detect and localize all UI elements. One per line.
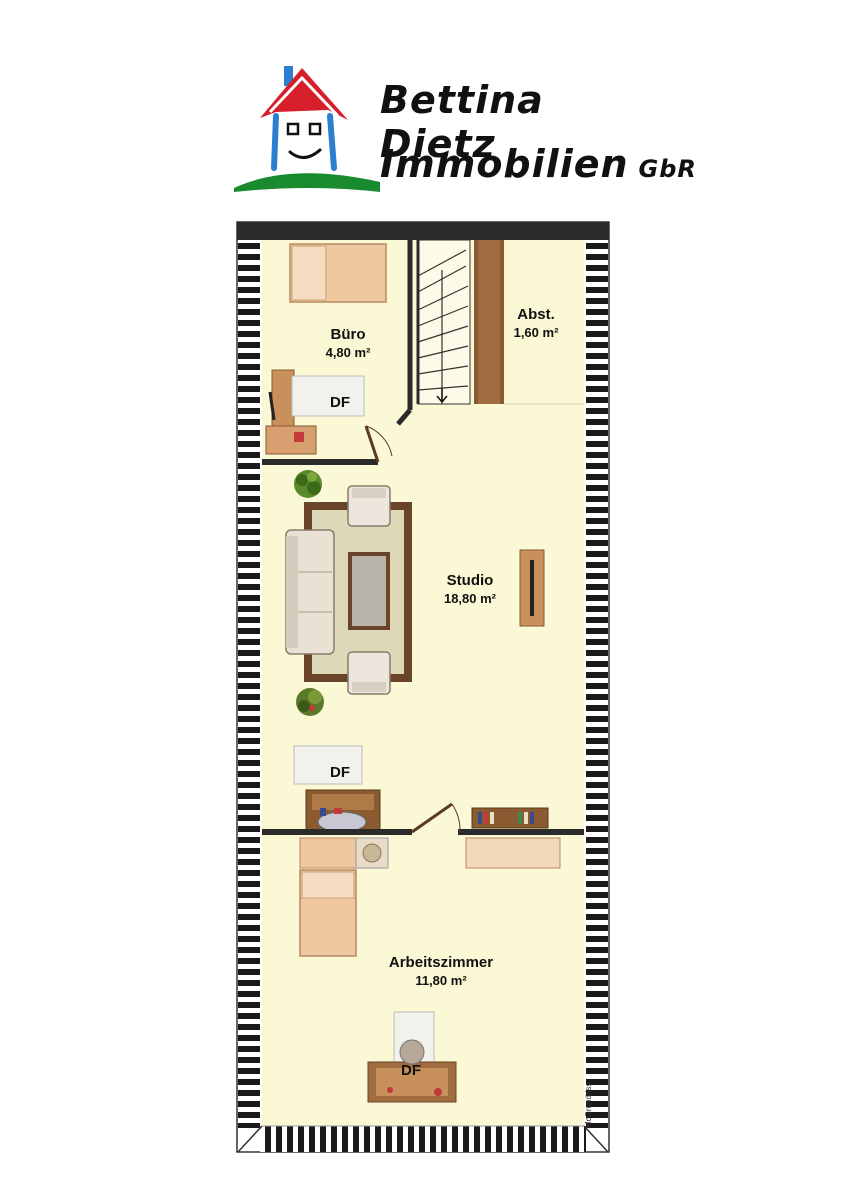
room-area: 1,60 m² — [513, 325, 559, 340]
logo-line-2-text: Immobilien — [380, 142, 629, 186]
cabinet — [299, 837, 357, 869]
logo-suffix: GbR — [638, 155, 697, 183]
room-area: 11,80 m² — [415, 973, 467, 988]
room-name: Studio — [446, 572, 494, 589]
office-skylight — [291, 375, 365, 417]
skylight-label-buero: DF — [330, 394, 350, 411]
room-name: Arbeitszimmer — [388, 954, 494, 971]
studio-skylight — [293, 745, 363, 785]
top-wall — [237, 222, 609, 240]
plan-credit: McGrundriss — [584, 1082, 593, 1128]
room-area: 4,80 m² — [325, 345, 371, 360]
room-label-studio: Studio 18,80 m² — [420, 572, 520, 606]
plant-bottom — [296, 688, 324, 716]
roof-hatch-right — [586, 240, 608, 1128]
room-area: 18,80 m² — [443, 591, 497, 606]
room-name: Abst. — [517, 306, 555, 323]
room-label-abst: Abst. 1,60 m² — [500, 306, 572, 340]
skylight-label-arbeitszimmer: DF — [401, 1062, 421, 1079]
skylight-label-studio: DF — [330, 764, 350, 781]
staircase — [417, 239, 471, 405]
logo-line-2: Immobilien GbR — [380, 142, 697, 186]
house-logo-icon — [234, 66, 380, 192]
roof-hatch-bottom — [260, 1126, 586, 1152]
roof-hatch-left — [238, 240, 260, 1128]
room-name: Büro — [330, 326, 366, 343]
room-label-arbeitszimmer: Arbeitszimmer 11,80 m² — [366, 954, 516, 988]
work-desk — [465, 837, 561, 869]
logo-line-1: Bettina Dietz — [380, 78, 544, 166]
room-label-buero: Büro 4,80 m² — [300, 326, 396, 360]
plant-top — [294, 470, 322, 498]
bookshelf — [471, 807, 549, 829]
company-logo: Bettina Dietz Immobilien GbR — [230, 60, 696, 200]
